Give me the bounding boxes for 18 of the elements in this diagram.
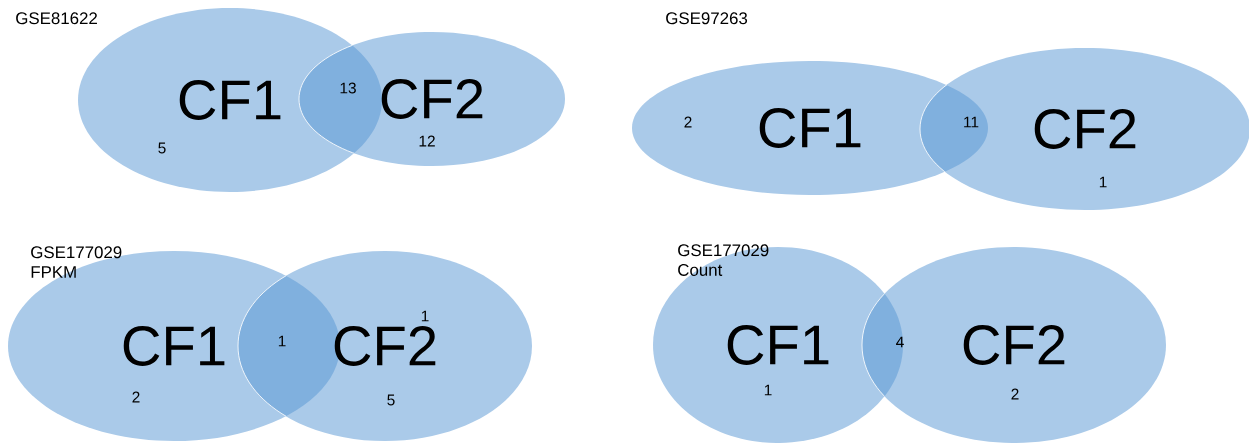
node-label: CF2 xyxy=(381,79,483,119)
count-number: 13 xyxy=(340,82,356,94)
node-label: CF2 xyxy=(1034,109,1136,149)
count-number: 2 xyxy=(132,391,140,403)
count-number: 12 xyxy=(419,135,435,147)
count-number: 2 xyxy=(684,116,692,128)
count-number: 1 xyxy=(278,335,286,347)
count-number: 1 xyxy=(421,310,429,322)
count-number: 1 xyxy=(1099,176,1107,188)
panel-title: GSE97263 xyxy=(666,12,748,25)
count-number: 11 xyxy=(964,116,979,128)
count-number: 2 xyxy=(1011,388,1019,400)
panel-title: GSE177029 Count xyxy=(678,244,769,276)
count-number: 5 xyxy=(158,142,166,154)
node-label: CF2 xyxy=(963,325,1065,365)
count-number: 1 xyxy=(764,384,772,396)
count-number: 5 xyxy=(387,394,395,406)
count-number: 4 xyxy=(896,336,904,348)
